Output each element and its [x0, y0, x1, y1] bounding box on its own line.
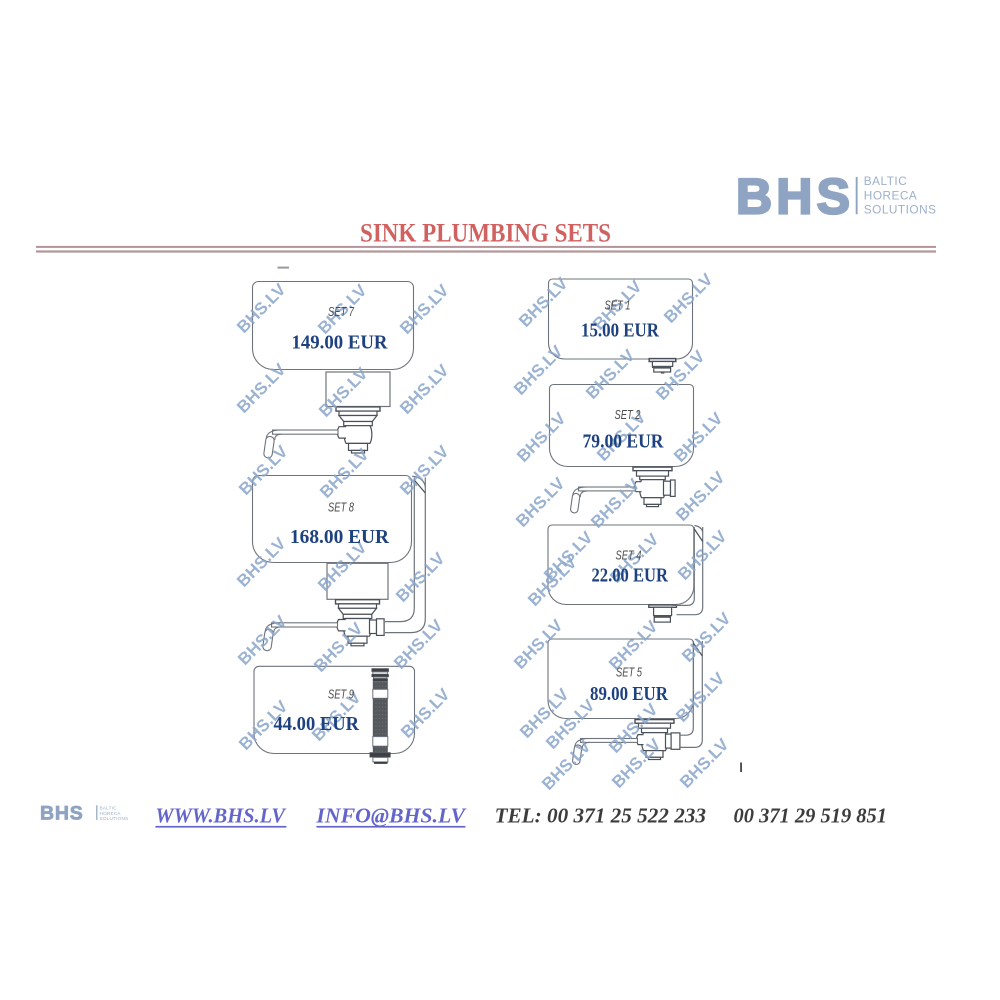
svg-text:SET 2: SET 2 — [615, 408, 641, 422]
svg-text:00 371 29 519 851: 00 371 29 519 851 — [734, 804, 888, 828]
svg-text:BHS.LV: BHS.LV — [396, 441, 453, 498]
svg-text:SET 5: SET 5 — [616, 666, 643, 680]
svg-text:22.00 EUR: 22.00 EUR — [592, 565, 669, 587]
svg-text:SINK PLUMBING SETS: SINK PLUMBING SETS — [360, 219, 611, 248]
svg-text:SET 7: SET 7 — [328, 305, 355, 319]
svg-text:15.00 EUR: 15.00 EUR — [581, 320, 659, 342]
svg-text:BHS.LV: BHS.LV — [390, 615, 447, 672]
svg-text:HORECA: HORECA — [864, 188, 917, 202]
svg-text:BHS.LV: BHS.LV — [234, 611, 291, 668]
svg-text:149.00 EUR: 149.00 EUR — [292, 331, 388, 353]
svg-text:TEL: 00 371 25 522 233: TEL: 00 371 25 522 233 — [495, 804, 706, 828]
svg-text:89.00 EUR: 89.00 EUR — [590, 683, 668, 705]
svg-text:BALTIC: BALTIC — [100, 806, 118, 811]
svg-text:INFO@BHS.LV: INFO@BHS.LV — [315, 804, 467, 828]
svg-text:BHS.LV: BHS.LV — [672, 467, 729, 524]
svg-text:BHS: BHS — [40, 802, 84, 824]
svg-text:SOLUTIONS: SOLUTIONS — [100, 816, 129, 821]
svg-text:SET 1: SET 1 — [605, 299, 631, 313]
svg-text:HORECA: HORECA — [100, 811, 122, 816]
svg-text:44.00 EUR: 44.00 EUR — [274, 713, 360, 735]
svg-text:BALTIC: BALTIC — [864, 174, 907, 188]
svg-text:BHS.LV: BHS.LV — [396, 360, 453, 417]
svg-text:SET 9: SET 9 — [328, 688, 354, 702]
svg-text:BHS.LV: BHS.LV — [233, 359, 290, 416]
svg-text:79.00 EUR: 79.00 EUR — [583, 431, 664, 453]
svg-text:168.00 EUR: 168.00 EUR — [290, 526, 389, 548]
svg-text:SOLUTIONS: SOLUTIONS — [864, 203, 937, 217]
svg-text:BHS: BHS — [736, 169, 854, 225]
svg-text:BHS.LV: BHS.LV — [676, 734, 733, 791]
svg-text:SET 4: SET 4 — [616, 549, 642, 563]
svg-text:WWW.BHS.LV: WWW.BHS.LV — [155, 804, 287, 828]
svg-text:BHS.LV: BHS.LV — [678, 608, 735, 665]
svg-text:BHS.LV: BHS.LV — [587, 474, 644, 531]
svg-text:BHS.LV: BHS.LV — [512, 473, 569, 530]
svg-text:SET 8: SET 8 — [328, 501, 354, 515]
